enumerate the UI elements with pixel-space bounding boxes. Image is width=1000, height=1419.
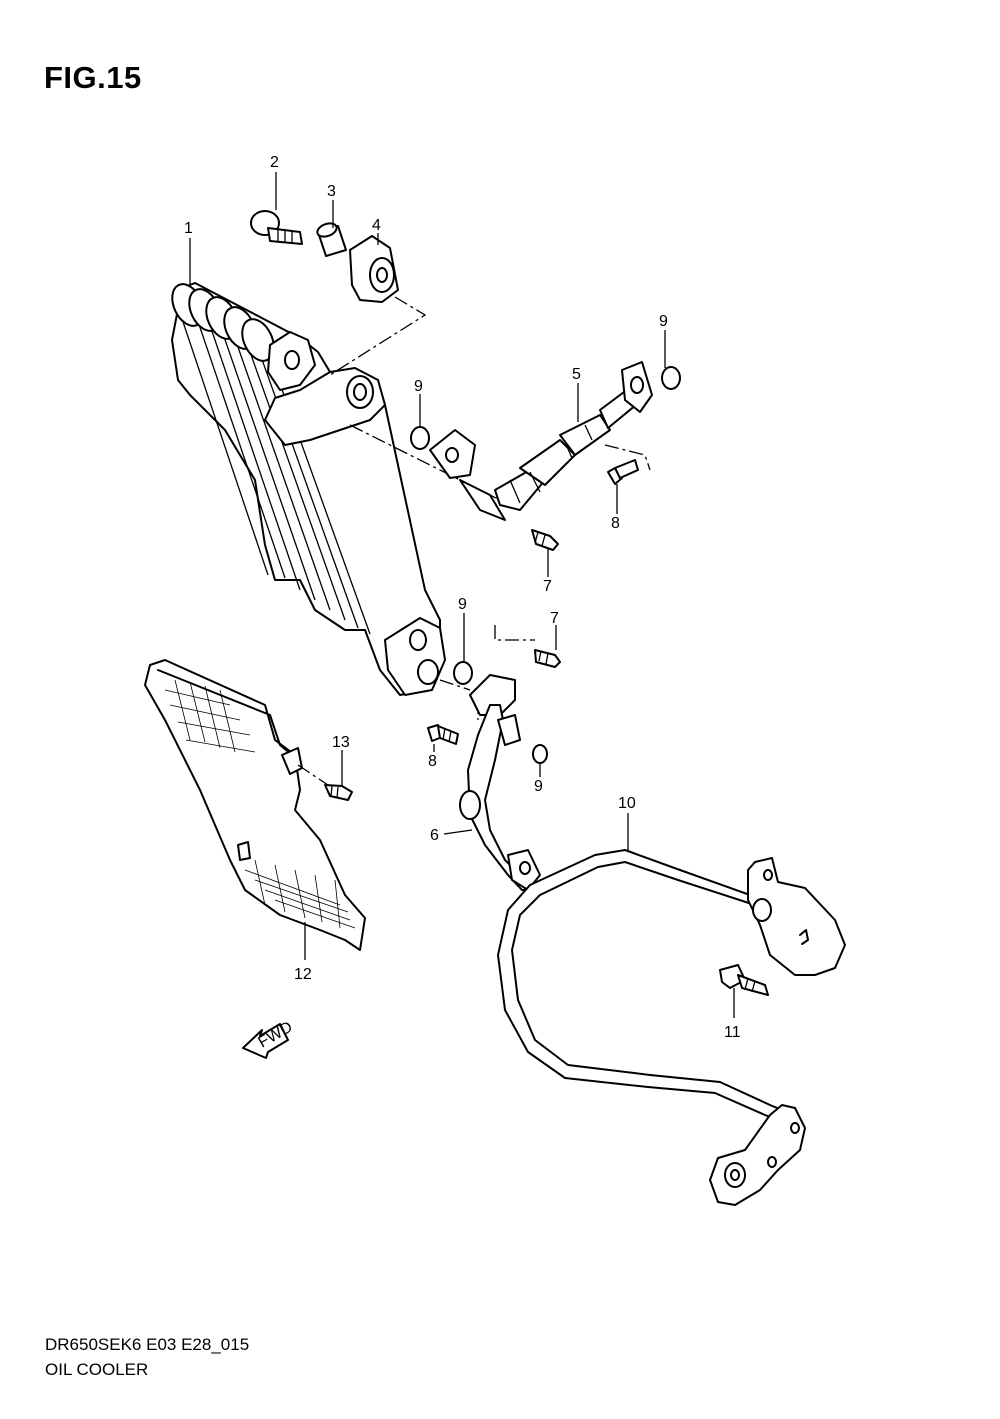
pipe-bolt[interactable] bbox=[427, 724, 459, 745]
callout-9: 9 bbox=[534, 778, 543, 795]
figure-title: FIG.15 bbox=[44, 60, 142, 95]
spacer-collar[interactable] bbox=[316, 221, 347, 257]
rubber-grommet[interactable] bbox=[349, 235, 399, 303]
callout-8: 8 bbox=[428, 753, 437, 770]
guard-bar[interactable] bbox=[497, 849, 846, 1206]
callout-12: 12 bbox=[294, 966, 312, 983]
leader-lines bbox=[189, 172, 735, 1018]
diagram-code: DR650SEK6 E03 E28_015 bbox=[45, 1335, 250, 1354]
callout-13: 13 bbox=[332, 734, 350, 751]
callout-3: 3 bbox=[327, 183, 336, 200]
flange-bolt[interactable] bbox=[531, 529, 559, 551]
callout-9: 9 bbox=[458, 596, 467, 613]
callout-9: 9 bbox=[414, 378, 423, 395]
bar-bolt[interactable] bbox=[719, 964, 769, 996]
callout-7: 7 bbox=[543, 578, 552, 595]
callout-7: 7 bbox=[550, 610, 559, 627]
o-ring[interactable] bbox=[453, 661, 473, 685]
callout-9: 9 bbox=[659, 313, 668, 330]
hose-bolt[interactable] bbox=[607, 459, 639, 485]
cooler-mesh-guard[interactable] bbox=[144, 659, 366, 951]
o-ring[interactable] bbox=[661, 366, 681, 390]
callout-6: 6 bbox=[430, 827, 439, 844]
oil-cooler-core[interactable] bbox=[166, 279, 446, 696]
guard-bolt[interactable] bbox=[324, 784, 353, 801]
mounting-bolt[interactable] bbox=[250, 210, 303, 245]
o-ring[interactable] bbox=[410, 426, 430, 450]
diagram-name: OIL COOLER bbox=[45, 1360, 149, 1379]
forward-direction-arrow: FWD bbox=[242, 1019, 296, 1059]
lower-oil-pipe[interactable] bbox=[459, 674, 541, 891]
callout-4: 4 bbox=[372, 217, 381, 234]
callout-labels: 1 2 3 4 5 9 9 8 7 9 7 13 8 9 6 10 12 11 bbox=[184, 154, 741, 1041]
callout-5: 5 bbox=[572, 366, 581, 383]
callout-10: 10 bbox=[618, 795, 636, 812]
callout-2: 2 bbox=[270, 154, 279, 171]
o-ring[interactable] bbox=[532, 744, 548, 764]
callout-8: 8 bbox=[611, 515, 620, 532]
callout-11: 11 bbox=[724, 1024, 741, 1041]
flange-bolt[interactable] bbox=[534, 649, 561, 668]
callout-1: 1 bbox=[184, 220, 193, 237]
upper-oil-hose[interactable] bbox=[429, 361, 653, 521]
